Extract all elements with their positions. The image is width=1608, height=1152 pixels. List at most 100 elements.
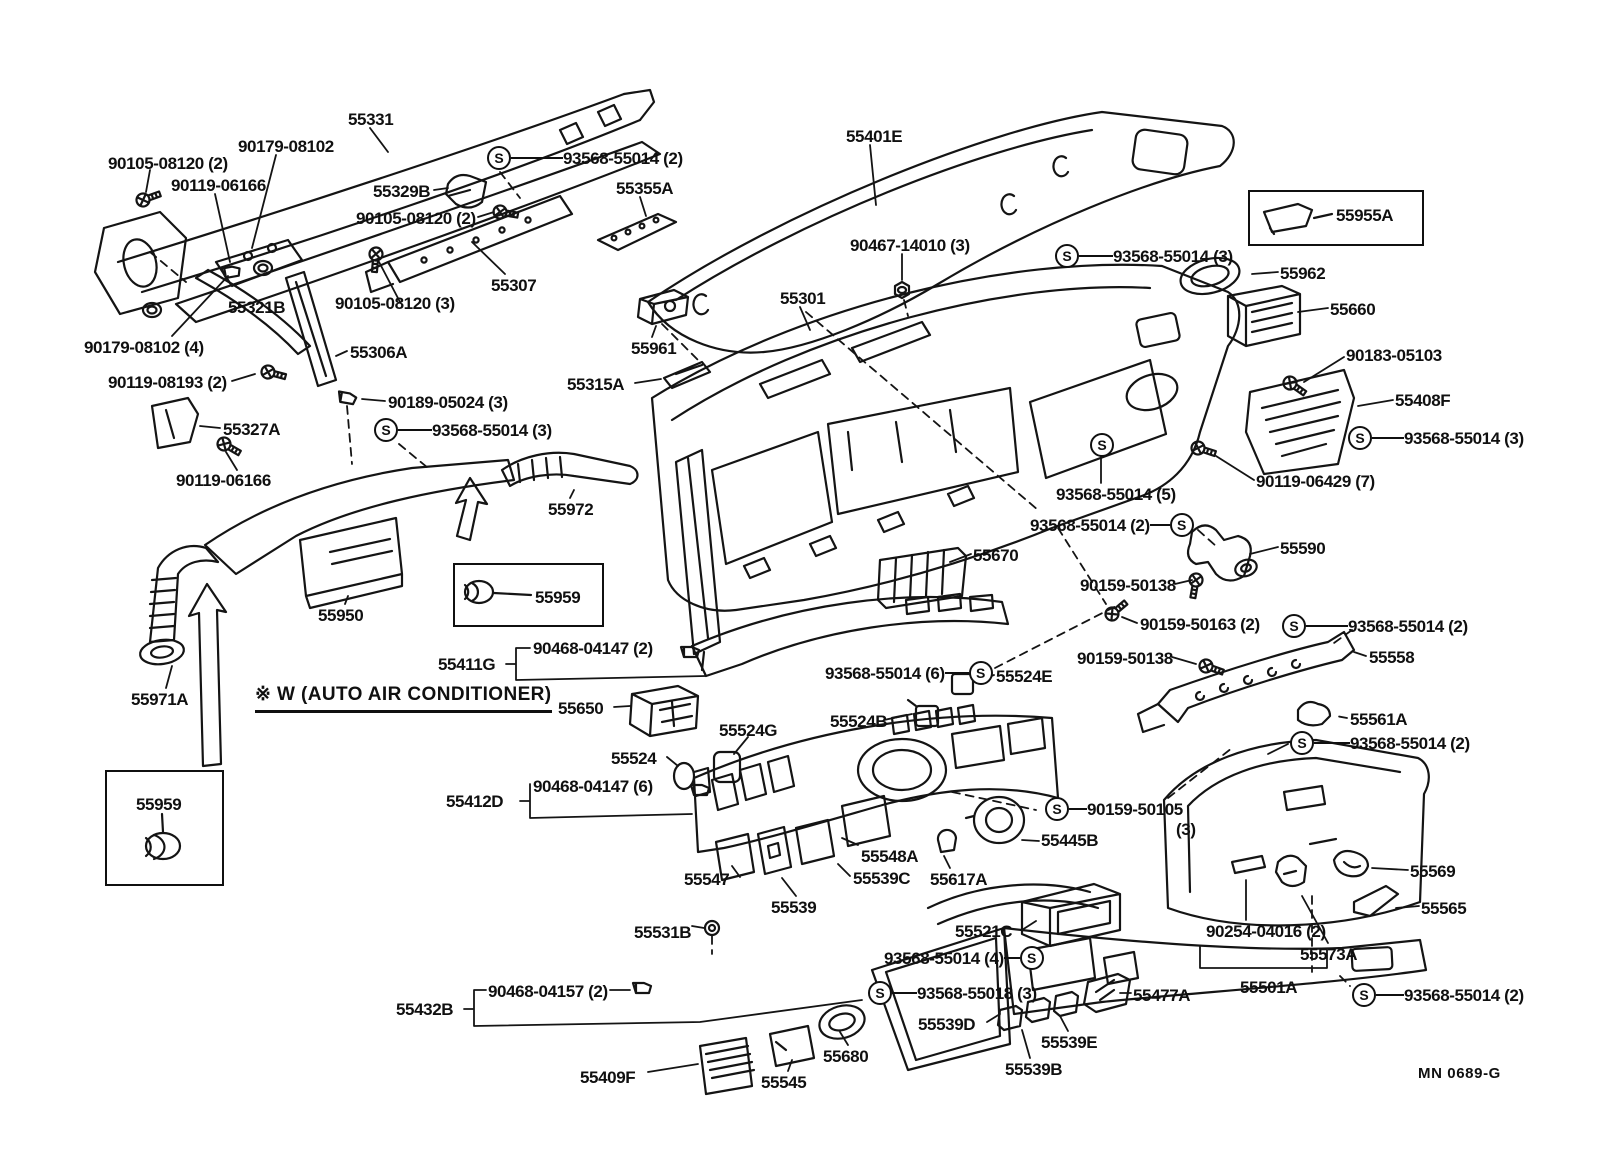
part-number-text: 90119-06429 (7)	[1256, 471, 1375, 491]
part-label-55331-3: 55331	[348, 106, 394, 132]
part-label-55959-44: 55959	[535, 584, 581, 610]
part-label-90105-08120-2-5: 90105-08120 (2)	[356, 205, 476, 231]
leader-dash	[1149, 523, 1170, 527]
part-number-text: 55670	[973, 545, 1019, 565]
part-number-text: 93568-55014 (3)	[432, 420, 552, 440]
leader-dash	[944, 671, 969, 675]
part-label-55524e-52: 55524E	[996, 663, 1053, 689]
part-label-90159-50163-2-36: 90159-50163 (2)	[1140, 611, 1260, 637]
part-number-text: 55531B	[634, 922, 692, 942]
part-label-55548a-60: 55548A	[861, 843, 919, 869]
part-number-text: 90119-06166	[176, 470, 271, 490]
s-symbol-icon: S	[374, 418, 398, 442]
leader-dash	[1306, 624, 1348, 628]
part-label-55445b-59: 55445B	[1041, 827, 1099, 853]
part-label-55315a-28: 55315A	[567, 371, 625, 397]
part-number-text: 55539D	[918, 1014, 976, 1034]
part-number-text: 55524E	[996, 666, 1053, 686]
part-number-text: 55660	[1330, 299, 1376, 319]
part-number-text: 55565	[1421, 898, 1467, 918]
part-number-text: 55315A	[567, 374, 625, 394]
part-label-3-58: (3)	[1176, 816, 1196, 842]
part-label-55401e-8: 55401E	[846, 123, 903, 149]
part-number-text: 55650	[558, 698, 604, 718]
part-number-text: 90159-50138	[1080, 575, 1176, 595]
part-label-55565-79: 55565	[1421, 895, 1467, 921]
part-number-text: 55331	[348, 109, 394, 129]
part-label-93568-55014-3-26: S 93568-55014 (3)	[374, 417, 552, 443]
s-symbol-icon: S	[868, 981, 892, 1005]
part-number-text: (3)	[1176, 819, 1196, 839]
part-number-text: 55409F	[580, 1067, 636, 1087]
s-symbol-icon: S	[487, 146, 511, 170]
part-label-55961-27: 55961	[631, 335, 677, 361]
part-label-55972-31: 55972	[548, 496, 594, 522]
part-number-text: 93568-55014 (2)	[1350, 733, 1470, 753]
part-label-90119-06429-7-17: 90119-06429 (7)	[1256, 468, 1375, 494]
part-number-text: 55539E	[1041, 1032, 1098, 1052]
leader-dash	[1376, 993, 1404, 997]
part-number-text: 55321B	[228, 297, 286, 317]
part-label-55539e-73: 55539E	[1041, 1029, 1098, 1055]
part-number-text: 90189-05024 (3)	[388, 392, 508, 412]
s-symbol-icon: S	[1169, 513, 1194, 537]
part-number-text: 93568-55014 (2)	[1348, 616, 1468, 636]
part-label-55650-47: 55650	[558, 695, 604, 721]
leader-dash	[511, 156, 563, 160]
part-label-55558-39: 55558	[1369, 644, 1415, 670]
drawing-number: MN 0689-G	[1418, 1065, 1501, 1082]
part-number-text: 90159-50163 (2)	[1140, 614, 1260, 634]
part-number-text: 55548A	[861, 846, 919, 866]
part-number-text: 55445B	[1041, 830, 1099, 850]
part-label-55355a-7: 55355A	[616, 175, 674, 201]
part-label-93568-55014-6-53: 93568-55014 (6)S	[825, 660, 993, 686]
part-number-text: 90468-04147 (2)	[533, 638, 653, 658]
part-label-93568-55014-2-33: 93568-55014 (2)S	[1030, 512, 1194, 538]
part-label-90189-05024-3-25: 90189-05024 (3)	[388, 389, 508, 415]
part-label-55306a-20: 55306A	[350, 339, 408, 365]
part-number-text: 90159-50105	[1087, 799, 1183, 819]
s-symbol-icon: S	[1282, 614, 1306, 638]
part-label-90159-50138-38: 90159-50138	[1077, 645, 1173, 671]
part-label-90183-05103-14: 90183-05103	[1346, 342, 1442, 368]
part-number-text: 90254-04016 (2)	[1206, 921, 1326, 941]
part-label-90119-06166-24: 90119-06166	[176, 467, 271, 493]
part-number-text: 90468-04147 (6)	[533, 776, 653, 796]
part-number-text: 55547	[684, 869, 730, 889]
part-number-text: 55558	[1369, 647, 1415, 667]
part-number-text: 55524	[611, 748, 657, 768]
part-label-90468-04157-2-69: 90468-04157 (2)	[488, 978, 608, 1004]
part-number-text: 55306A	[350, 342, 408, 362]
part-label-93568-55014-5-32: 93568-55014 (5)	[1056, 481, 1176, 507]
inset-box-2	[105, 770, 224, 886]
part-number-text: 55524B	[830, 711, 888, 731]
part-number-text: 55307	[491, 275, 537, 295]
part-number-text: 90179-08102 (4)	[84, 337, 204, 357]
part-number-text: 90119-08193 (2)	[108, 372, 227, 392]
part-label-90467-14010-3-9: 90467-14010 (3)	[850, 232, 970, 258]
part-number-text: 55521C	[955, 921, 1013, 941]
part-label-55531b-65: 55531B	[634, 919, 692, 945]
part-label-55670-42: 55670	[973, 542, 1019, 568]
part-number-text: 90468-04157 (2)	[488, 981, 608, 1001]
part-number-text: 55539	[771, 897, 817, 917]
part-number-text: 55545	[761, 1072, 807, 1092]
part-number-text: 55962	[1280, 263, 1326, 283]
part-number-text: 90105-08120 (2)	[108, 153, 228, 173]
part-number-text: 55408F	[1395, 390, 1451, 410]
part-number-text: 55573A	[1300, 944, 1358, 964]
part-label-55680-75: 55680	[823, 1043, 869, 1069]
part-label-55524b-51: 55524B	[830, 708, 888, 734]
part-number-text: 55955A	[1336, 205, 1394, 225]
part-label-55955a-11: 55955A	[1336, 202, 1394, 228]
part-label-55539c-62: 55539C	[853, 865, 911, 891]
leader-dash	[892, 991, 917, 995]
part-number-text: 90119-06166	[171, 175, 266, 195]
part-number-text: 93568-55014 (3)	[1404, 428, 1524, 448]
part-label-90105-08120-2-0: 90105-08120 (2)	[108, 150, 228, 176]
s-symbol-icon: S	[968, 661, 993, 685]
part-number-text: 55680	[823, 1046, 869, 1066]
